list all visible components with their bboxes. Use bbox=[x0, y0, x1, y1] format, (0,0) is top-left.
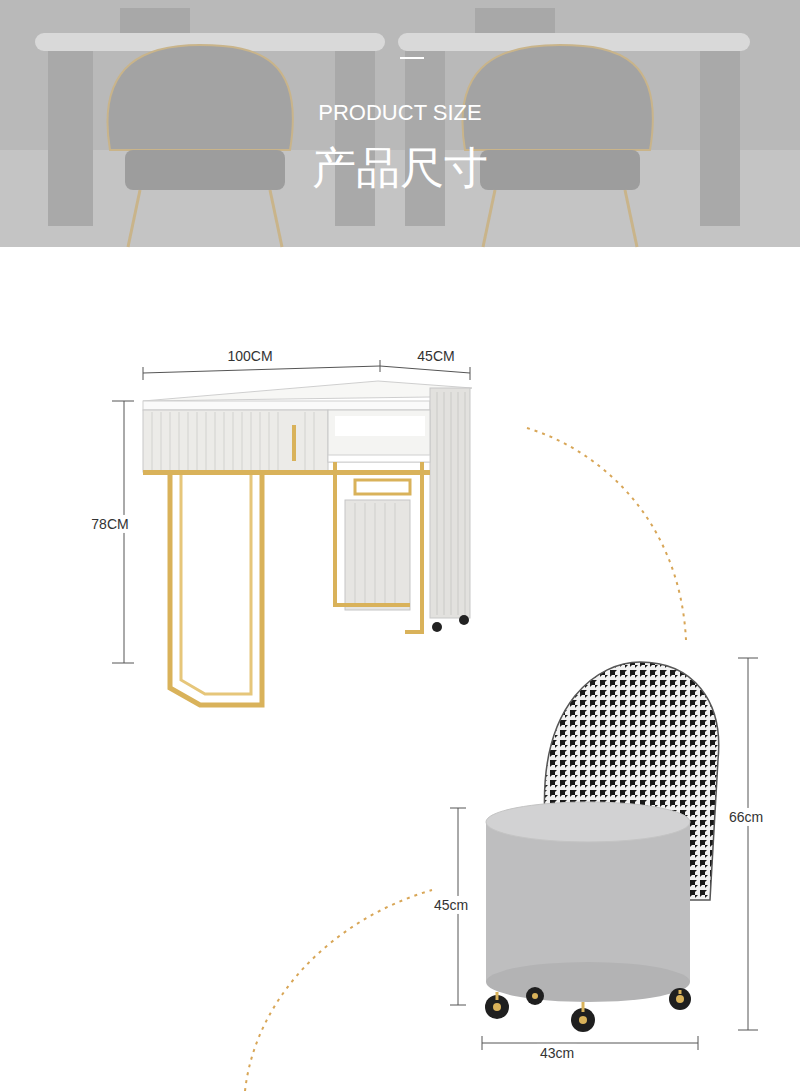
section-title: 产品尺寸 bbox=[312, 143, 488, 194]
banner-photo bbox=[0, 0, 800, 247]
dimension-label: 100CM bbox=[227, 348, 272, 364]
dimension-label: 45cm bbox=[431, 896, 471, 914]
nail-table bbox=[143, 381, 472, 705]
dimension-label: 43cm bbox=[537, 1044, 577, 1062]
dimension-label: 78CM bbox=[88, 515, 131, 533]
decor-arc bbox=[245, 890, 432, 1091]
section-subtitle: PRODUCT SIZE bbox=[318, 100, 481, 125]
dimension-lines bbox=[112, 360, 758, 1050]
dimension-label: 45CM bbox=[417, 348, 454, 364]
decor-arc bbox=[527, 428, 686, 640]
chair bbox=[485, 662, 719, 1032]
dimension-label: 66cm bbox=[726, 808, 766, 826]
